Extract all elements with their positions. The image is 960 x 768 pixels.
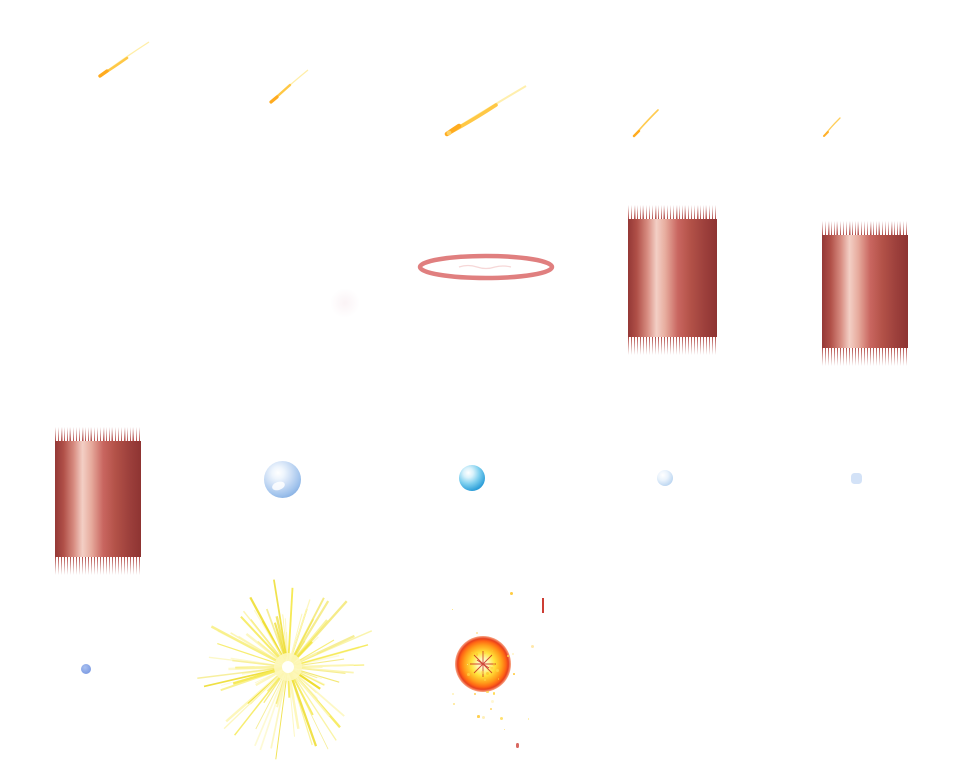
comet-trail-sprite-3 [438,80,530,140]
spark-speck [491,699,495,703]
spark-speck [477,715,480,718]
comet-trail-drawing [269,69,309,104]
tube-frayed-bottom [822,348,908,366]
smoke-ring-drawing [417,253,555,281]
spark-speck [496,669,499,672]
glow-burst-sprite [437,586,549,751]
firework-burst-sprite [192,572,384,762]
ghost-puff-sprite [330,288,360,318]
tube-frayed-top [628,205,717,219]
spark-speck [474,693,477,695]
comet-trail-drawing [98,41,150,78]
spark-speck [531,644,535,648]
spark-speck [491,649,493,651]
spark-speck [466,663,469,666]
spark-speck [452,702,455,705]
spark-speck [452,692,455,696]
spark-speck [483,651,486,654]
spark-speck [483,678,487,681]
spark-speck [475,631,479,635]
smoke-ring-sprite [415,252,557,282]
comet-trail-drawing [632,109,659,138]
firecracker-tube-sprite-2 [822,221,908,366]
tube-frayed-top [822,221,908,235]
firework-burst-drawing [197,579,373,760]
tube-body [628,219,717,337]
bubble-large-sprite [264,461,301,498]
spark-speck [507,655,510,658]
spark-speck [481,671,484,674]
spark-speck [486,690,490,694]
spark-speck [466,672,470,676]
spark-speck [527,717,530,720]
spark-speck [513,673,515,675]
spark-speck [490,707,492,710]
spark-speck [485,672,489,676]
spark-speck [492,663,496,666]
comet-trail-sprite-4 [630,106,662,140]
spark-speck [488,666,491,669]
spark-speck [452,609,454,611]
firecracker-tube-sprite-1 [628,205,717,355]
spark-speck [504,728,506,730]
comet-trail-drawing [823,117,841,137]
red-streak-speck [542,598,544,613]
spark-speck [497,678,500,680]
tube-frayed-bottom [55,557,141,575]
spark-speck [510,592,514,596]
spark-speck [492,692,495,695]
comet-trail-sprite-5 [818,112,846,140]
comet-trail-drawing [444,85,527,137]
tube-body [822,235,908,348]
bubble-medium-sprite [459,465,485,491]
spark-speck [500,717,504,721]
firecracker-tube-sprite-3 [55,427,141,575]
bubble-small-sprite [657,470,673,486]
spark-speck [482,715,485,719]
blue-dot-sprite [81,664,91,674]
tube-frayed-bottom [628,337,717,355]
bubble-tiny-sprite [851,473,862,484]
spark-speck [471,651,473,654]
spark-speck [490,666,494,670]
comet-trail-sprite-2 [266,66,312,106]
comet-trail-sprite-1 [95,38,153,80]
red-dot-speck [516,743,519,748]
spark-speck [511,652,514,655]
tube-frayed-top [55,427,141,441]
spark-speck [475,653,478,656]
tube-body [55,441,141,557]
